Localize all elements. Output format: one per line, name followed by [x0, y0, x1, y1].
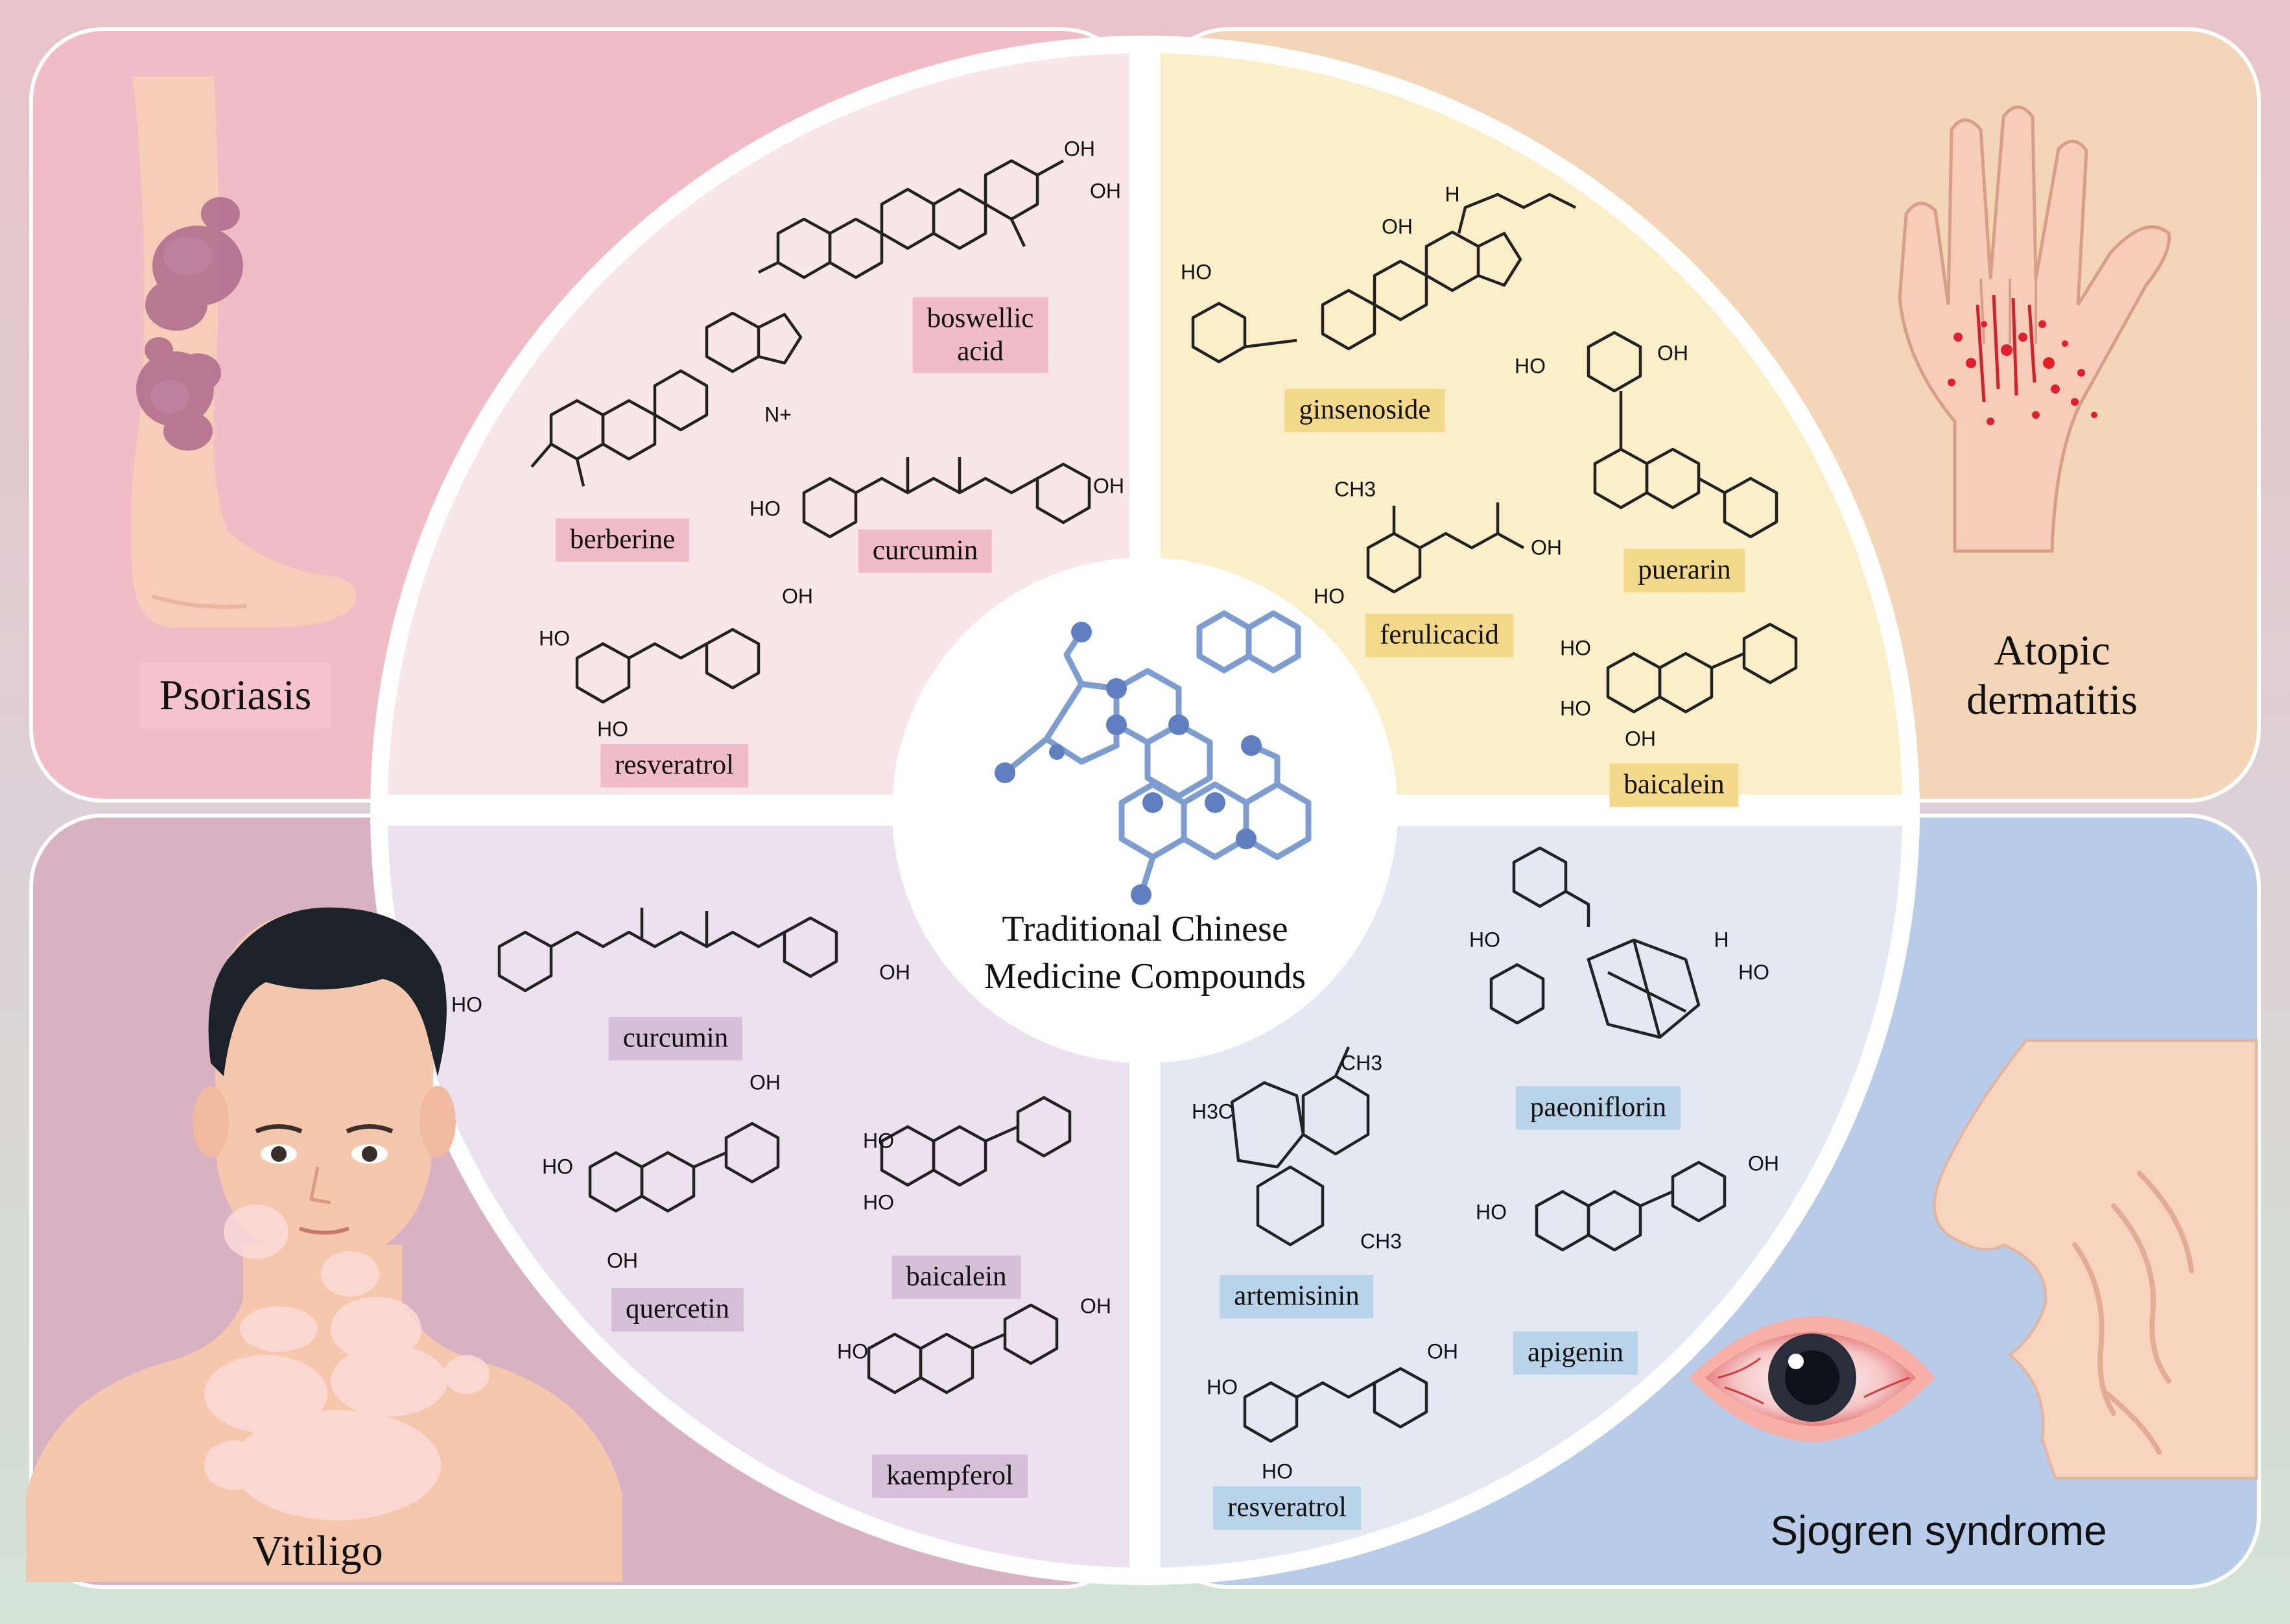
compound-tag-quercetin: quercetin	[611, 1288, 744, 1332]
atom-label: OH	[879, 960, 910, 984]
atom-label: OH	[1531, 535, 1562, 559]
atom-label: OH	[1427, 1339, 1458, 1363]
quadrant-top-right	[1161, 53, 1902, 795]
compound-tag-curcumin: curcumin	[608, 1017, 743, 1061]
compound-tag-baicalein: baicalein	[891, 1255, 1021, 1299]
atom-label: HO	[750, 497, 781, 521]
atom-label: HO	[1262, 1459, 1293, 1483]
atom-label: HO	[1207, 1375, 1238, 1399]
atom-label: OH	[1093, 474, 1124, 498]
atom-label: HO	[1476, 1200, 1507, 1224]
atom-label: OH	[1382, 215, 1413, 239]
atom-label: H	[1445, 182, 1460, 206]
atom-label: HO	[1469, 928, 1500, 952]
atom-label: HO	[542, 1155, 573, 1179]
compound-tag-ginsenoside: ginsenoside	[1284, 388, 1445, 432]
molecule-atoms	[995, 622, 1262, 905]
center-title-line-2: Medicine Compounds	[984, 956, 1306, 996]
compound-tag-berberine: berberine	[555, 518, 690, 562]
atom-label: OH	[1748, 1151, 1779, 1175]
compound-tag-boswellic-line-1: boswellic	[927, 303, 1034, 334]
compound-tag-resveratrol: resveratrol	[1213, 1486, 1361, 1530]
disease-label-atopic-dermatitis: Atopic dermatitis	[1966, 626, 2138, 725]
atom-label: OH	[1080, 1294, 1111, 1318]
atom-label: HO	[1515, 354, 1546, 378]
atom-label: OH	[782, 584, 813, 608]
atom-label: CH3	[1334, 477, 1376, 501]
atom-label: OH	[750, 1070, 781, 1094]
atom-label: HO	[597, 717, 628, 741]
atom-label: CH3	[1340, 1051, 1383, 1075]
compound-tag-kaempferol: kaempferol	[872, 1454, 1028, 1498]
nose-illustration-icon	[1933, 1039, 2258, 1479]
atom-label: HO	[1181, 260, 1212, 284]
atom-label: HO	[1560, 636, 1591, 660]
atom-label: H	[1714, 928, 1729, 952]
atom-label: HO	[837, 1339, 868, 1363]
disease-label-atopic-line-2: dermatitis	[1966, 676, 2138, 724]
atom-label: OH	[607, 1249, 638, 1273]
quadrant-bottom-right	[1161, 826, 1902, 1568]
compound-tag-apigenin: apigenin	[1513, 1331, 1638, 1375]
disease-label-atopic-line-1: Atopic	[1994, 627, 2110, 675]
compound-tag-resveratrol: resveratrol	[600, 744, 748, 788]
compound-tag-artemisinin: artemisinin	[1220, 1275, 1374, 1319]
disease-label-sjogren-syndrome: Sjogren syndrome	[1770, 1507, 2107, 1555]
atom-label: OH	[1064, 137, 1095, 161]
quadrant-bottom-left	[388, 826, 1129, 1568]
compound-tag-baicalein: baicalein	[1609, 763, 1739, 807]
atom-label: CH3	[1360, 1229, 1402, 1253]
atom-label: HO	[1738, 960, 1769, 984]
chemical-structures	[497, 159, 1798, 1443]
eye-illustration-icon	[1689, 1316, 1935, 1442]
atom-label: HO	[1560, 696, 1591, 720]
face-illustration-icon	[26, 907, 622, 1582]
atom-label: HO	[1314, 584, 1345, 608]
atom-label: OH	[1625, 727, 1656, 751]
atom-label: HO	[539, 626, 570, 650]
disease-label-vitiligo: Vitiligo	[252, 1527, 383, 1575]
atom-label: H3C	[1191, 1100, 1234, 1124]
compound-tag-boswellic-acid: boswellic acid	[912, 297, 1048, 373]
atom-label: HO	[863, 1190, 894, 1214]
atom-label: N+	[764, 403, 792, 427]
center-title: Traditional Chinese Medicine Compounds	[984, 906, 1306, 1000]
compound-tag-curcumin: curcumin	[858, 529, 993, 573]
compound-tag-ferulicacid: ferulicacid	[1365, 613, 1513, 657]
atom-label: HO	[451, 993, 482, 1017]
compound-tag-boswellic-line-2: acid	[957, 336, 1004, 366]
leg-illustration-icon	[130, 76, 357, 628]
compound-tag-puerarin: puerarin	[1623, 548, 1745, 593]
disease-label-psoriasis: Psoriasis	[139, 663, 331, 728]
center-title-line-1: Traditional Chinese	[1002, 909, 1288, 950]
atom-label: OH	[1090, 179, 1121, 203]
hand-illustration-icon	[1898, 105, 2171, 553]
atom-label: OH	[1657, 341, 1688, 365]
atom-label: HO	[863, 1129, 894, 1153]
compound-tag-paeoniflorin: paeoniflorin	[1515, 1086, 1681, 1130]
center-disc	[892, 558, 1398, 1063]
